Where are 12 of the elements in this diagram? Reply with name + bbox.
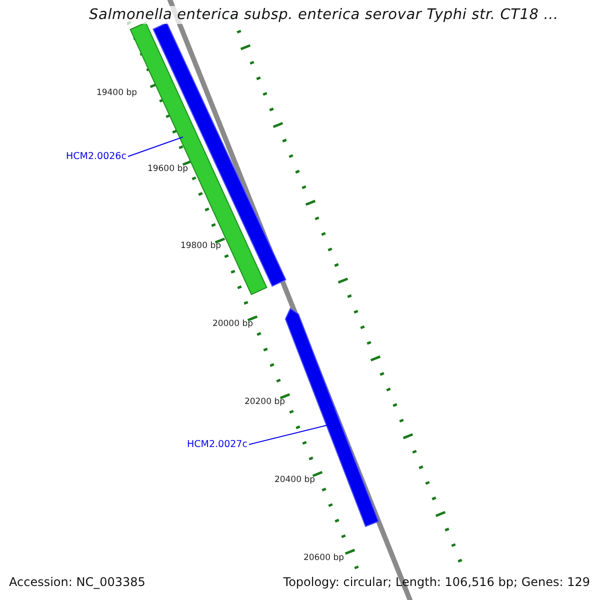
gene-label: HCM2.0027c	[187, 439, 248, 450]
scale-label: 19400 bp	[96, 88, 137, 98]
scale-label: 20400 bp	[274, 475, 315, 485]
scale-label: 19600 bp	[147, 164, 188, 174]
footer-text: Topology: circular; Length: 106,516 bp; Genes: 129	[283, 575, 590, 589]
scale-label: 20600 bp	[303, 553, 344, 563]
scale-label: 20000 bp	[212, 319, 253, 329]
footer-text: Accession: NC_003385	[9, 575, 146, 589]
leader-line	[248, 424, 328, 445]
scale-label: 19800 bp	[180, 241, 221, 251]
gene-label: HCM2.0026c	[66, 151, 126, 162]
leader-line	[128, 136, 184, 157]
